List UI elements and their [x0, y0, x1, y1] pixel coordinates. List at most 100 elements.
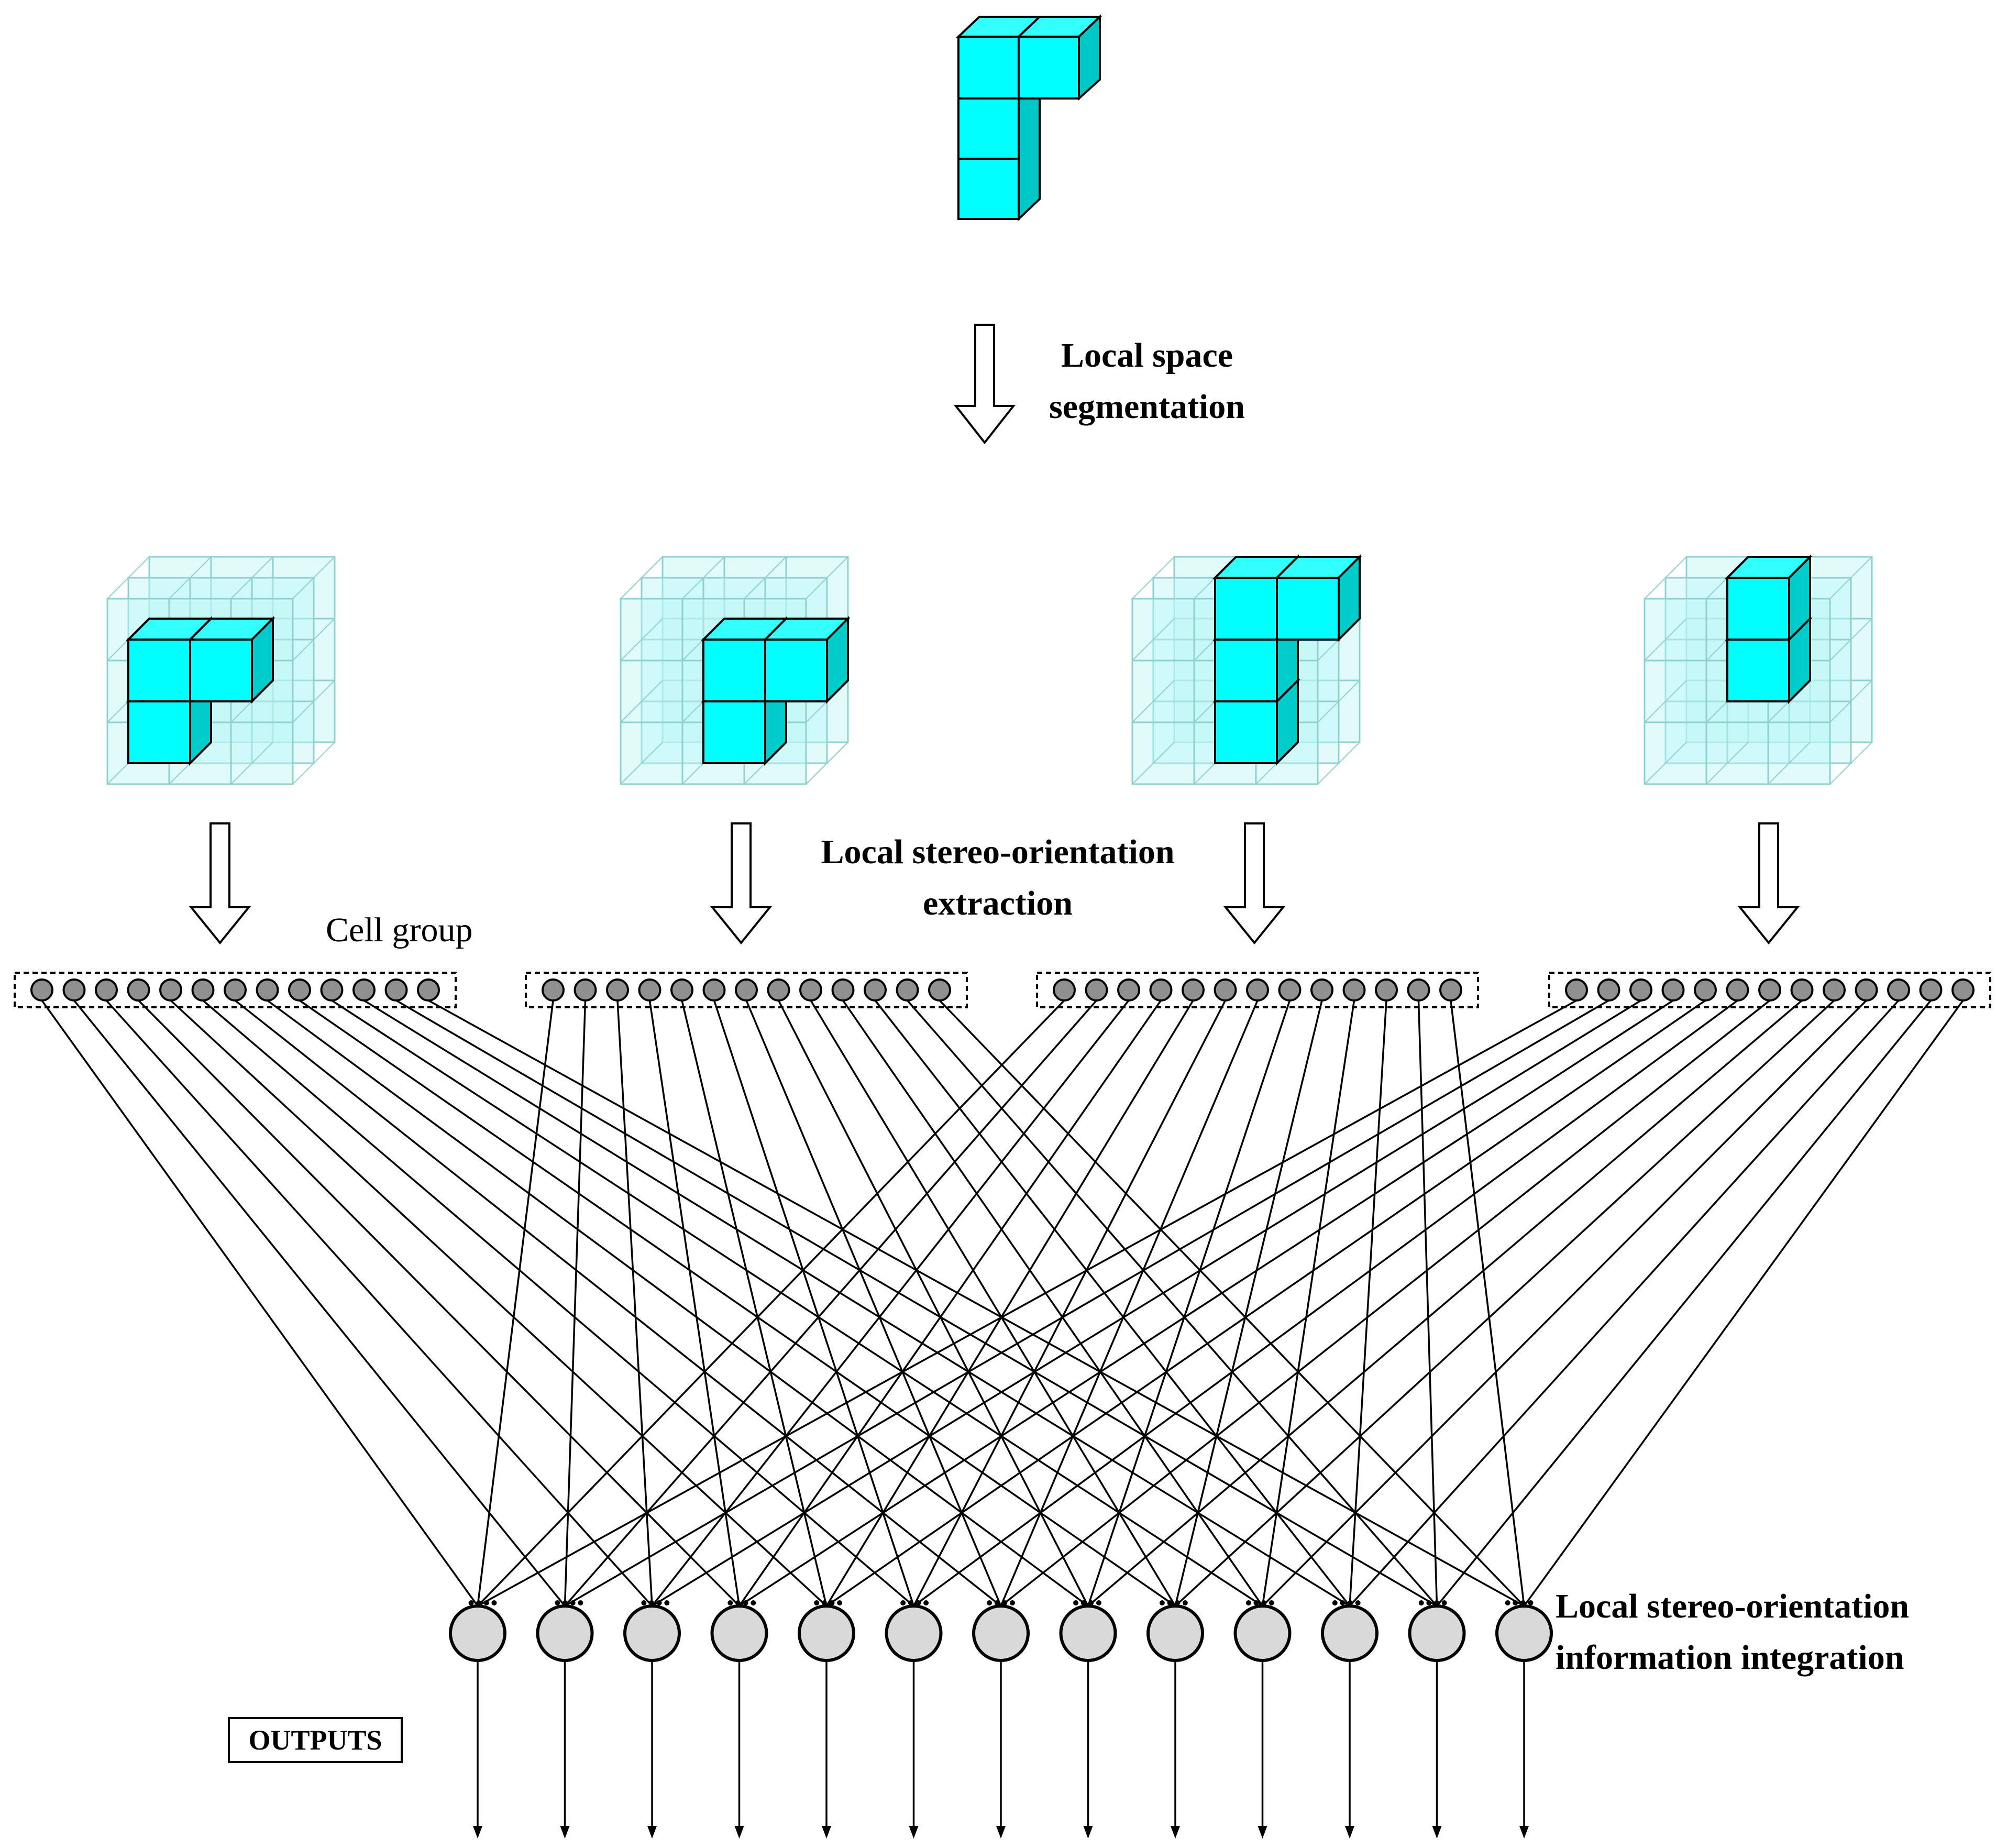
cell-group-label: Cell group	[326, 911, 472, 949]
output-arrowhead	[1345, 1826, 1354, 1839]
lattice-line	[107, 556, 150, 599]
lattice-line	[292, 742, 335, 785]
cell	[288, 978, 311, 1002]
segmentation-label: segmentation	[1049, 388, 1245, 426]
connection-line	[826, 999, 1706, 1607]
synapse-dot	[1010, 1600, 1016, 1605]
lattice-line	[620, 618, 663, 661]
connection-line	[1262, 999, 1867, 1607]
input-object	[955, 14, 1103, 222]
cube-front	[764, 639, 828, 702]
output-arrowhead	[1432, 1826, 1442, 1839]
lattice-line	[744, 556, 787, 599]
cell-group-4	[1548, 972, 1991, 1008]
local-space-cubes	[106, 554, 1873, 785]
lattice-line	[1317, 742, 1360, 785]
connection-line	[234, 999, 1002, 1607]
segmentation-label: Local space	[1061, 336, 1233, 375]
extraction-arrow-2	[710, 822, 773, 945]
synapse-dot	[1441, 1600, 1447, 1605]
cell	[1149, 978, 1173, 1002]
connection-line	[564, 999, 1097, 1607]
connection-line	[810, 1000, 1176, 1607]
output-neuron-10	[1233, 1604, 1292, 1839]
connection-line	[1436, 999, 1932, 1607]
output-arrowhead	[1258, 1826, 1267, 1839]
output-neuron-6	[885, 1604, 943, 1839]
connection-line	[1349, 1000, 1387, 1607]
neuron	[972, 1604, 1030, 1662]
output-neuron-9	[1146, 1604, 1204, 1839]
cell	[896, 978, 919, 1002]
local-cube-2	[620, 556, 851, 785]
cell-group-3	[1036, 972, 1479, 1008]
outputs-label: OUTPUTS	[248, 1724, 382, 1756]
cell-group-1	[14, 972, 457, 1008]
cell	[1053, 978, 1076, 1002]
synapse-dot	[1096, 1600, 1101, 1605]
output-arrowhead	[1083, 1826, 1093, 1839]
cell	[1278, 978, 1302, 1002]
lattice-line	[292, 618, 335, 661]
connection-line	[477, 999, 1577, 1607]
synapse-dot	[664, 1600, 670, 1605]
output-arrowhead	[996, 1826, 1006, 1839]
connection-line	[1417, 1000, 1438, 1607]
segmentation-arrow	[953, 324, 1016, 445]
synapse-dot	[735, 1600, 741, 1605]
synapse-dot	[1182, 1600, 1188, 1605]
synapse-dot	[1073, 1600, 1078, 1605]
cell-group-box	[1036, 972, 1479, 1008]
cell	[606, 978, 629, 1002]
outputs-box: OUTPUTS	[228, 1717, 403, 1763]
cube-side	[1018, 77, 1041, 222]
synapse-dot	[1418, 1600, 1424, 1605]
connection-line	[73, 999, 566, 1607]
connection-line	[331, 999, 1263, 1607]
cell	[767, 978, 790, 1002]
synapse-dot	[1528, 1600, 1534, 1605]
lattice-line	[1644, 680, 1687, 723]
synapse-dot	[1245, 1600, 1251, 1605]
synapse-dot	[994, 1600, 1000, 1605]
connection-line	[1174, 999, 1835, 1607]
synapse-dot	[1505, 1600, 1510, 1605]
lattice-line	[1706, 742, 1749, 785]
synapse-dot	[923, 1600, 929, 1605]
neuron	[1146, 1604, 1204, 1662]
connection-line	[1087, 999, 1803, 1607]
cell	[735, 978, 758, 1002]
extraction-arrow-3	[1223, 822, 1286, 945]
connection-line	[564, 999, 1609, 1607]
cell	[1661, 978, 1685, 1002]
connection-line	[648, 1000, 741, 1607]
connection-line	[912, 1000, 1227, 1607]
lattice-line	[1132, 618, 1175, 661]
cell	[256, 978, 279, 1002]
synapse-dot	[1332, 1600, 1338, 1605]
synapse-dot	[1159, 1600, 1165, 1605]
extraction-arrows	[189, 822, 1800, 945]
connection-line	[363, 999, 1350, 1607]
integration-label: Local stereo-orientation	[1556, 1587, 1909, 1625]
neuron	[1408, 1604, 1466, 1662]
cell	[1117, 978, 1140, 1002]
lattice-line	[806, 742, 848, 785]
cell-group-2	[525, 972, 968, 1008]
extraction-label: extraction	[923, 884, 1073, 922]
neuron	[536, 1604, 594, 1662]
output-neuron-7	[972, 1604, 1030, 1839]
output-neurons	[449, 1604, 1553, 1839]
connection-line	[1000, 999, 1771, 1607]
cell	[1246, 978, 1269, 1002]
cell	[320, 978, 344, 1002]
synapse-dot	[491, 1600, 497, 1605]
synapse-dot	[641, 1600, 647, 1605]
connection-line	[105, 999, 653, 1607]
cell	[1182, 978, 1205, 1002]
cell	[127, 978, 150, 1002]
output-neuron-4	[710, 1604, 768, 1839]
neuron	[885, 1604, 943, 1662]
synapse-dot	[1426, 1600, 1432, 1605]
connection-line	[1349, 999, 1900, 1607]
